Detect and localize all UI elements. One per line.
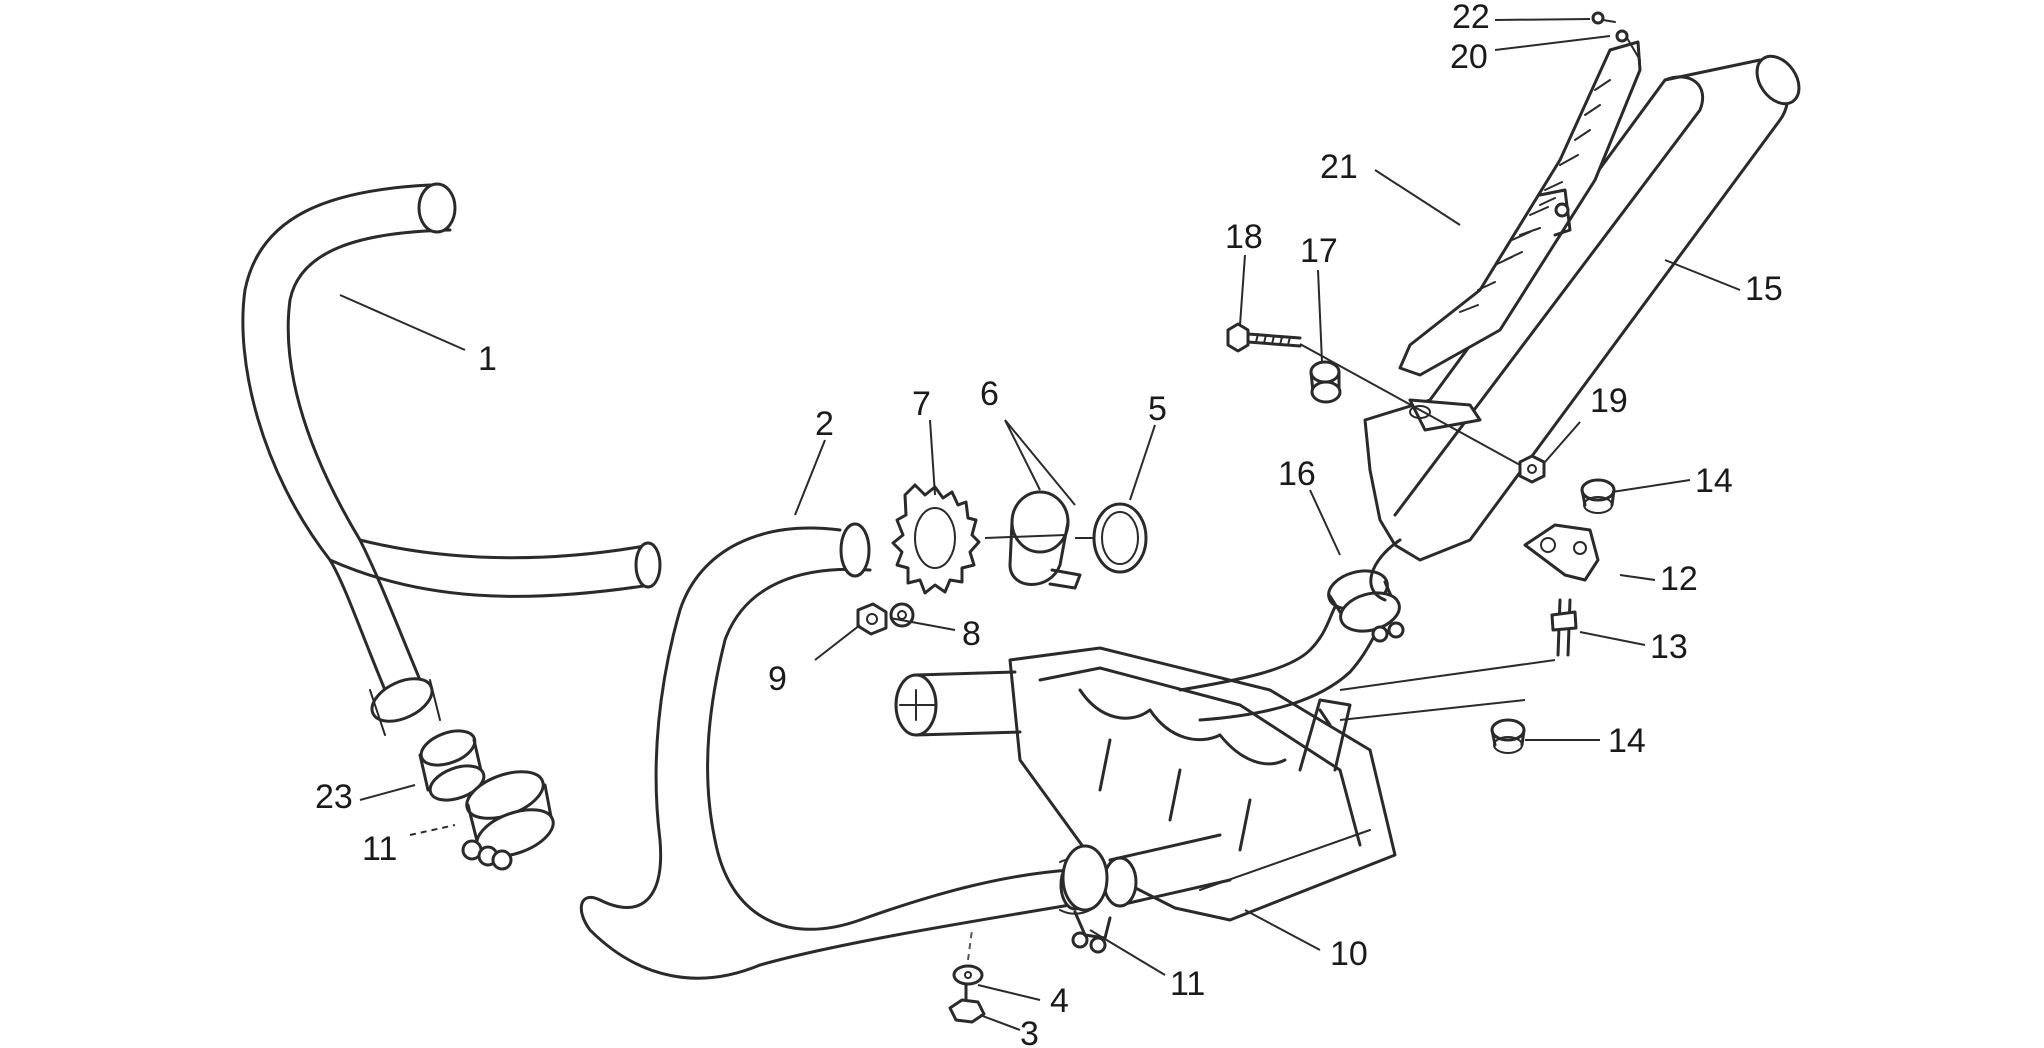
callout-19: 19 [1590,382,1628,420]
callout-5: 5 [1148,390,1167,428]
part-23-sleeve [418,729,486,802]
part-16-clamp [1327,569,1405,643]
callout-13: 13 [1650,628,1688,666]
callout-11-left: 11 [362,830,397,868]
part-5-gasket [1075,502,1148,574]
callout-21: 21 [1320,148,1358,186]
part-10-silencer-box [894,598,1397,922]
callout-6: 6 [980,375,999,413]
part-11-lower-clamp [1061,844,1112,954]
part-13-stud [1550,598,1578,657]
callout-17: 17 [1300,232,1338,270]
callout-7: 7 [912,385,931,423]
callout-18: 18 [1225,218,1263,256]
part-11-left-clamp [461,770,555,871]
part-7-flange [891,483,981,595]
part-17-spacer [1309,360,1342,404]
callout-23: 23 [315,778,353,816]
part-18-bolt [1226,322,1302,353]
bracket-link-line [1339,659,1556,721]
callout-14-upper: 14 [1695,462,1733,500]
part-9-nut [856,602,888,636]
callout-1: 1 [478,340,497,378]
callout-20: 20 [1450,38,1488,76]
callout-14-lower: 14 [1608,722,1646,760]
callout-11-lower: 11 [1170,965,1205,1003]
part-15-muffler [1363,54,1801,602]
callout-12: 12 [1660,560,1698,598]
callout-9: 9 [768,660,787,698]
callout-3: 3 [1020,1015,1039,1048]
part-14-grommet-lower [1490,718,1526,754]
callout-8: 8 [962,615,981,653]
leader-lines [339,18,1741,1031]
part-4-washer [952,929,984,986]
part-6-collar [984,490,1082,590]
part-1-header-pipe [241,182,662,736]
part-14-grommet-upper [1580,478,1616,514]
part-3-bolt [948,983,986,1024]
callout-16: 16 [1278,455,1316,493]
bolt-axis-line [1299,343,1521,466]
part-20-washer [1615,29,1641,61]
callout-10: 10 [1330,935,1368,973]
part-12-bracket [1523,523,1600,582]
callout-labels: 1 2 3 4 5 6 7 8 9 10 11 11 12 13 14 14 1… [315,0,1783,1048]
callout-4: 4 [1050,982,1069,1020]
callout-2: 2 [815,405,834,443]
callout-22: 22 [1452,0,1490,36]
part-22-screw [1591,11,1616,25]
part-19-nut [1518,454,1546,484]
part-8-washer [889,602,915,628]
callout-15: 15 [1745,270,1783,308]
